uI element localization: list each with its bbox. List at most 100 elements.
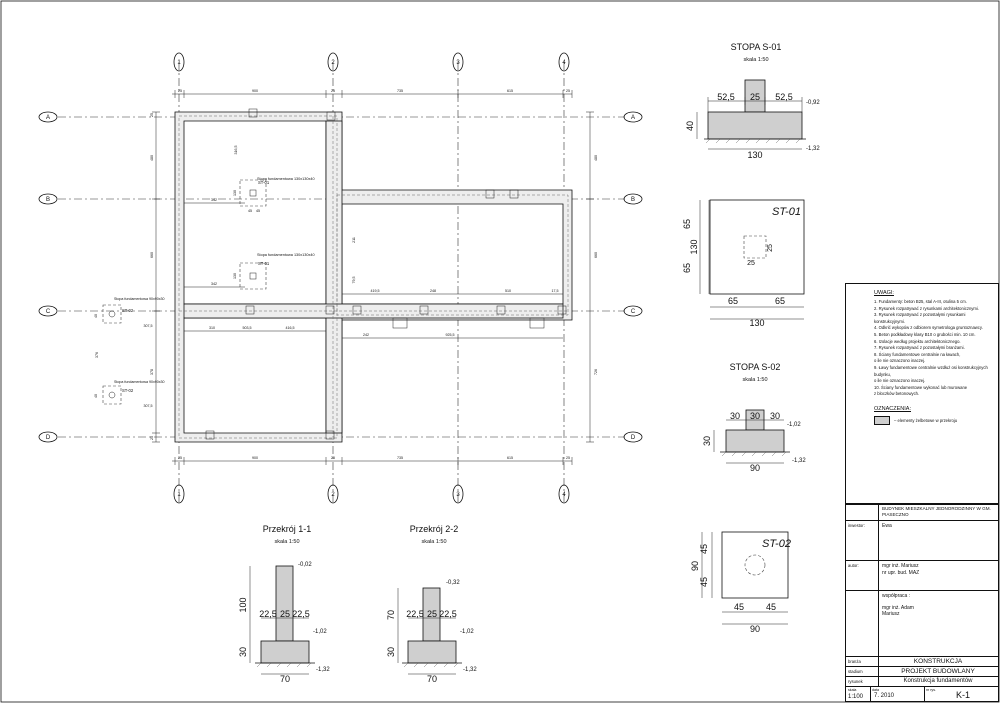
svg-text:307,5: 307,5 — [144, 324, 153, 328]
svg-text:70: 70 — [280, 674, 290, 684]
note-item: 1. Fundamenty: beton B25, stal A-III, ot… — [874, 299, 967, 304]
legend-heading: OZNACZENIA: — [874, 405, 911, 412]
note-item: 9. Ławy fundamentowe centralnie wzdłuż o… — [874, 364, 988, 377]
svg-text:480: 480 — [594, 155, 598, 161]
section-2-2: Przekrój 2-2 skala 1:50 22,5 25 22,5 70 … — [386, 524, 477, 684]
section-2-title: Przekrój 2-2 — [410, 524, 459, 534]
svg-text:510: 510 — [505, 289, 511, 293]
s02-footing-section — [725, 429, 785, 453]
legend-swatch — [874, 415, 890, 425]
axis-bubble-a-right: A — [623, 111, 643, 123]
notes-list: 1. Fundamenty: beton B25, stal A-III, ot… — [874, 299, 992, 398]
stage-label: stadium — [848, 669, 863, 674]
axis-bubble-2-bottom: 2 — [327, 484, 339, 504]
svg-text:25: 25 — [178, 456, 182, 460]
svg-text:25: 25 — [331, 456, 335, 460]
svg-text:660: 660 — [594, 252, 598, 258]
branch-value: KONSTRUKCJA — [913, 658, 963, 665]
svg-text:130: 130 — [233, 190, 237, 196]
svg-text:726: 726 — [594, 369, 598, 375]
svg-text:30: 30 — [770, 411, 780, 421]
investor-value: Ewa — [882, 523, 892, 529]
project-name: BUDYNEK MIESZKALNY JEDNORODZINNY W GM. P… — [882, 506, 991, 517]
axis-bubble-3-top: 3 — [452, 52, 464, 72]
svg-text:65: 65 — [682, 219, 692, 229]
svg-text:503,5: 503,5 — [243, 326, 252, 330]
svg-text:D: D — [46, 435, 51, 441]
svg-text:65: 65 — [682, 263, 692, 273]
svg-text:45: 45 — [699, 577, 709, 587]
stopa-s02-scale: skala 1:50 — [742, 377, 767, 383]
svg-text:25: 25 — [750, 92, 760, 102]
section-2-scale: skala 1:50 — [421, 539, 446, 545]
coop-line-1: mgr inż. Adam — [882, 605, 914, 611]
interior-wall-axis-2 — [325, 120, 343, 434]
stopa-s02-title: STOPA S-02 — [730, 362, 781, 372]
scale-label: skala — [848, 688, 857, 692]
svg-text:90: 90 — [690, 561, 700, 571]
s01-plan-column — [743, 235, 767, 259]
svg-text:40: 40 — [94, 394, 98, 398]
date-value: 7. 2010 — [874, 693, 895, 699]
section-1-footing — [260, 640, 310, 664]
svg-text:30: 30 — [750, 411, 760, 421]
svg-text:-0,32: -0,32 — [446, 580, 460, 586]
svg-text:25: 25 — [566, 89, 570, 93]
svg-text:378: 378 — [150, 369, 154, 375]
svg-text:-1,02: -1,02 — [460, 629, 474, 635]
svg-text:307,5: 307,5 — [144, 404, 153, 408]
footing-st02-lower — [102, 385, 122, 405]
svg-text:17,5: 17,5 — [552, 289, 559, 293]
section-2-footing — [407, 640, 457, 664]
svg-text:30: 30 — [386, 647, 396, 657]
number-label: nr rys. — [926, 688, 936, 692]
note-item: o ile nie oznaczono inaczej. — [874, 378, 926, 384]
tb-footer-row: skala 1:100 data 7. 2010 nr rys. K-1 — [846, 686, 998, 701]
footing-st02-label-b: Stopa fundamentowa 90x90x30 — [114, 380, 165, 384]
svg-text:45: 45 — [248, 209, 252, 213]
svg-text:25: 25 — [427, 609, 437, 619]
note-item: 6. Izolacje według projektu architektoni… — [874, 338, 961, 344]
foundation-plan: Stopa fundamentowa 130x130x40 Stopa fund… — [102, 108, 573, 443]
svg-text:242: 242 — [363, 333, 369, 337]
author-label: autor: — [848, 563, 859, 568]
svg-text:30: 30 — [702, 436, 712, 446]
svg-text:45: 45 — [699, 544, 709, 554]
svg-text:25: 25 — [767, 244, 774, 252]
svg-text:1: 1 — [177, 60, 181, 66]
axis-bubble-4-top: 4 — [558, 52, 570, 72]
svg-text:4: 4 — [562, 60, 566, 66]
svg-text:30: 30 — [238, 647, 248, 657]
note-item: 2. Rysunek rozpatrywać z rysunkami archi… — [874, 305, 979, 311]
investor-label: inwestor: — [848, 523, 865, 528]
svg-text:480: 480 — [150, 155, 154, 161]
svg-text:22,5: 22,5 — [406, 609, 424, 619]
title-block: UWAGI: 1. Fundamenty: beton B25, stal A-… — [845, 283, 999, 702]
svg-text:735: 735 — [397, 89, 403, 93]
svg-text:22,5: 22,5 — [439, 609, 457, 619]
svg-text:100: 100 — [238, 597, 248, 612]
note-item: 7. Rysunek rozpatrywać z pozostałymi bra… — [874, 345, 965, 351]
callout-st01-b: ST-01 — [258, 261, 270, 266]
drawing-value: Konstrukcja fundamentów — [903, 678, 973, 684]
svg-text:416,5: 416,5 — [286, 326, 295, 330]
svg-text:25: 25 — [747, 260, 755, 267]
svg-text:A: A — [631, 115, 635, 121]
plan-dimension-chains: 25 900 25 735 615 25 25 900 25 735 615 2… — [94, 89, 598, 465]
svg-text:40: 40 — [94, 314, 98, 318]
svg-text:C: C — [631, 309, 636, 315]
axis-bubble-a-left: A — [38, 111, 58, 123]
svg-text:90: 90 — [750, 463, 760, 473]
svg-text:52,5: 52,5 — [775, 92, 793, 102]
axis-bubble-c-left: C — [38, 305, 58, 317]
section-1-scale: skala 1:50 — [274, 539, 299, 545]
svg-text:660: 660 — [150, 252, 154, 258]
notes-heading: UWAGI: — [874, 290, 894, 296]
footing-upper-label: Stopa fundamentowa 130x130x40 — [257, 177, 315, 181]
svg-text:45: 45 — [766, 602, 776, 612]
svg-text:30: 30 — [730, 411, 740, 421]
svg-text:25: 25 — [150, 113, 154, 117]
svg-text:1: 1 — [177, 492, 181, 498]
legend-row: – elementy żelbetowe w przekroju — [874, 415, 992, 425]
svg-text:900: 900 — [252, 89, 258, 93]
